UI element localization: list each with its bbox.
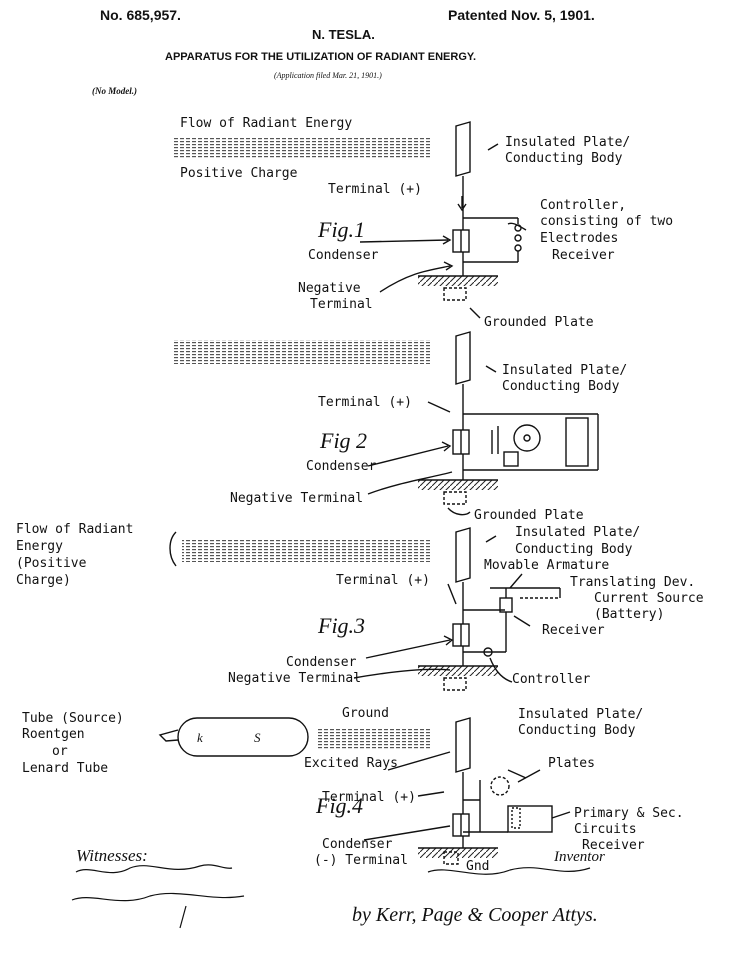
fig1-negative-2: Terminal (310, 297, 373, 312)
fig4-terminal-positive: Terminal (+) (322, 790, 416, 805)
patent-number: No. 685,957. (100, 7, 181, 23)
fig1-receiver-symbol (514, 244, 522, 252)
fig3-controller: Controller (512, 672, 591, 687)
fig4-circuits-2: Circuits (574, 822, 637, 837)
fig4-excited-rays: Excited Rays (304, 756, 398, 771)
fig4-rays (318, 728, 432, 750)
fig4-tube (177, 717, 309, 757)
witnesses-heading: Witnesses: (76, 846, 148, 865)
fig3-controller-symbol (483, 647, 493, 657)
fig3-plate (455, 527, 471, 583)
fig1-condenser: Condenser (308, 248, 379, 263)
fig3-plate-label-2: Conducting Body (515, 542, 633, 557)
fig3-label: Fig.3 (318, 613, 366, 638)
fig1-controller-2: consisting of two (540, 214, 674, 229)
inventor-label: Inventor (554, 849, 605, 865)
fig3-ground: Ground (342, 706, 389, 721)
fig3-condenser: Condenser (286, 655, 357, 670)
fig2-plate-label-1: Insulated Plate/ (502, 363, 628, 378)
fig1-receiver: Receiver (552, 248, 615, 263)
fig1-plate-label-2: Conducting Body (505, 151, 623, 166)
fig3-radiant-flow (182, 540, 432, 562)
fig4-tube-1: Tube (Source) (22, 711, 124, 726)
fig2-label: Fig 2 (320, 428, 368, 453)
fig1-plate-label-1: Insulated Plate/ (505, 135, 631, 150)
fig4-plate-label-1: Insulated Plate/ (518, 707, 644, 722)
model-note: (No Model.) (92, 86, 137, 96)
patent-date: Patented Nov. 5, 1901. (448, 7, 595, 23)
fig4-plate (455, 717, 471, 773)
fig3-plate-label-1: Insulated Plate/ (515, 525, 641, 540)
fig1-label: Fig.1 (318, 217, 366, 242)
fig1-terminal-positive: Terminal (+) (328, 182, 422, 197)
fig4-circuits (507, 805, 553, 833)
fig3-movable-armature: Movable Armature (484, 558, 610, 573)
fig3-flow-4: Charge) (16, 573, 71, 588)
fig4-negative-terminal: (-) Terminal (314, 853, 408, 868)
fig3-negative-terminal: Negative Terminal (228, 671, 362, 686)
fig1-flow-label: Flow of Radiant Energy (180, 116, 353, 131)
fig2-plate (455, 331, 471, 385)
fig4-label: Fig.4 (316, 793, 364, 818)
fig2-grounded-plate: Grounded Plate (474, 508, 584, 523)
fig2-condenser: Condenser (306, 459, 377, 474)
fig3-flow-3: (Positive (16, 556, 87, 571)
fig4-receiver: Receiver (582, 838, 645, 853)
fig3-current-source-2: (Battery) (594, 607, 665, 622)
fig3-current-source-1: Current Source (594, 591, 704, 606)
attorneys-signature: by Kerr, Page & Cooper Attys. (352, 904, 598, 926)
fig2-circuit (172, 331, 599, 516)
fig3-receiver: Receiver (542, 623, 605, 638)
fig4-gnd: Gnd (466, 859, 490, 874)
fig4-circuit (158, 717, 571, 865)
fig2-motor (513, 424, 541, 452)
fig2-negative-terminal: Negative Terminal (230, 491, 364, 506)
fig2-radiant-flow (172, 340, 430, 364)
fig3-circuit (169, 527, 561, 691)
fig4-plates-symbol (490, 776, 510, 796)
fig1-positive-charge: Positive Charge (180, 166, 298, 181)
fig1-negative-1: Negative (298, 281, 361, 296)
inventor-name: N. TESLA. (312, 27, 375, 42)
fig3-source-bracket (169, 531, 177, 567)
fig3-translating-device: Translating Dev. (570, 575, 696, 590)
fig2-device (565, 417, 589, 467)
fig1-controller-3: Electrodes (540, 231, 619, 246)
fig1-grounded-plate: Grounded Plate (484, 315, 594, 330)
signature-strokes (71, 864, 591, 929)
fig3-flow-2: Energy (16, 539, 63, 554)
fig4-condenser: Condenser (322, 837, 393, 852)
application-date: (Application filed Mar. 21, 1901.) (274, 71, 382, 80)
fig4-plate-label-2: Conducting Body (518, 723, 636, 738)
fig4-tube-tip (158, 729, 179, 742)
fig2-terminal-positive: Terminal (+) (318, 395, 412, 410)
fig4-tube-3: or (52, 744, 68, 759)
fig3-flow-1: Flow of Radiant (16, 522, 134, 537)
fig4-tube-2: Roentgen (22, 727, 85, 742)
fig4-tube-4: Lenard Tube (22, 761, 109, 776)
fig4-plates: Plates (548, 756, 595, 771)
fig2-plate-label-2: Conducting Body (502, 379, 620, 394)
fig1-controller-1: Controller, (540, 198, 627, 213)
fig3-terminal-positive: Terminal (+) (336, 573, 430, 588)
fig4-circuits-1: Primary & Sec. (574, 806, 684, 821)
fig1-circuit (172, 121, 527, 319)
fig2-relay (503, 451, 519, 467)
patent-title: APPARATUS FOR THE UTILIZATION OF RADIANT… (165, 51, 477, 63)
fig1-plate (455, 121, 471, 177)
fig1-radiant-flow (172, 137, 432, 159)
